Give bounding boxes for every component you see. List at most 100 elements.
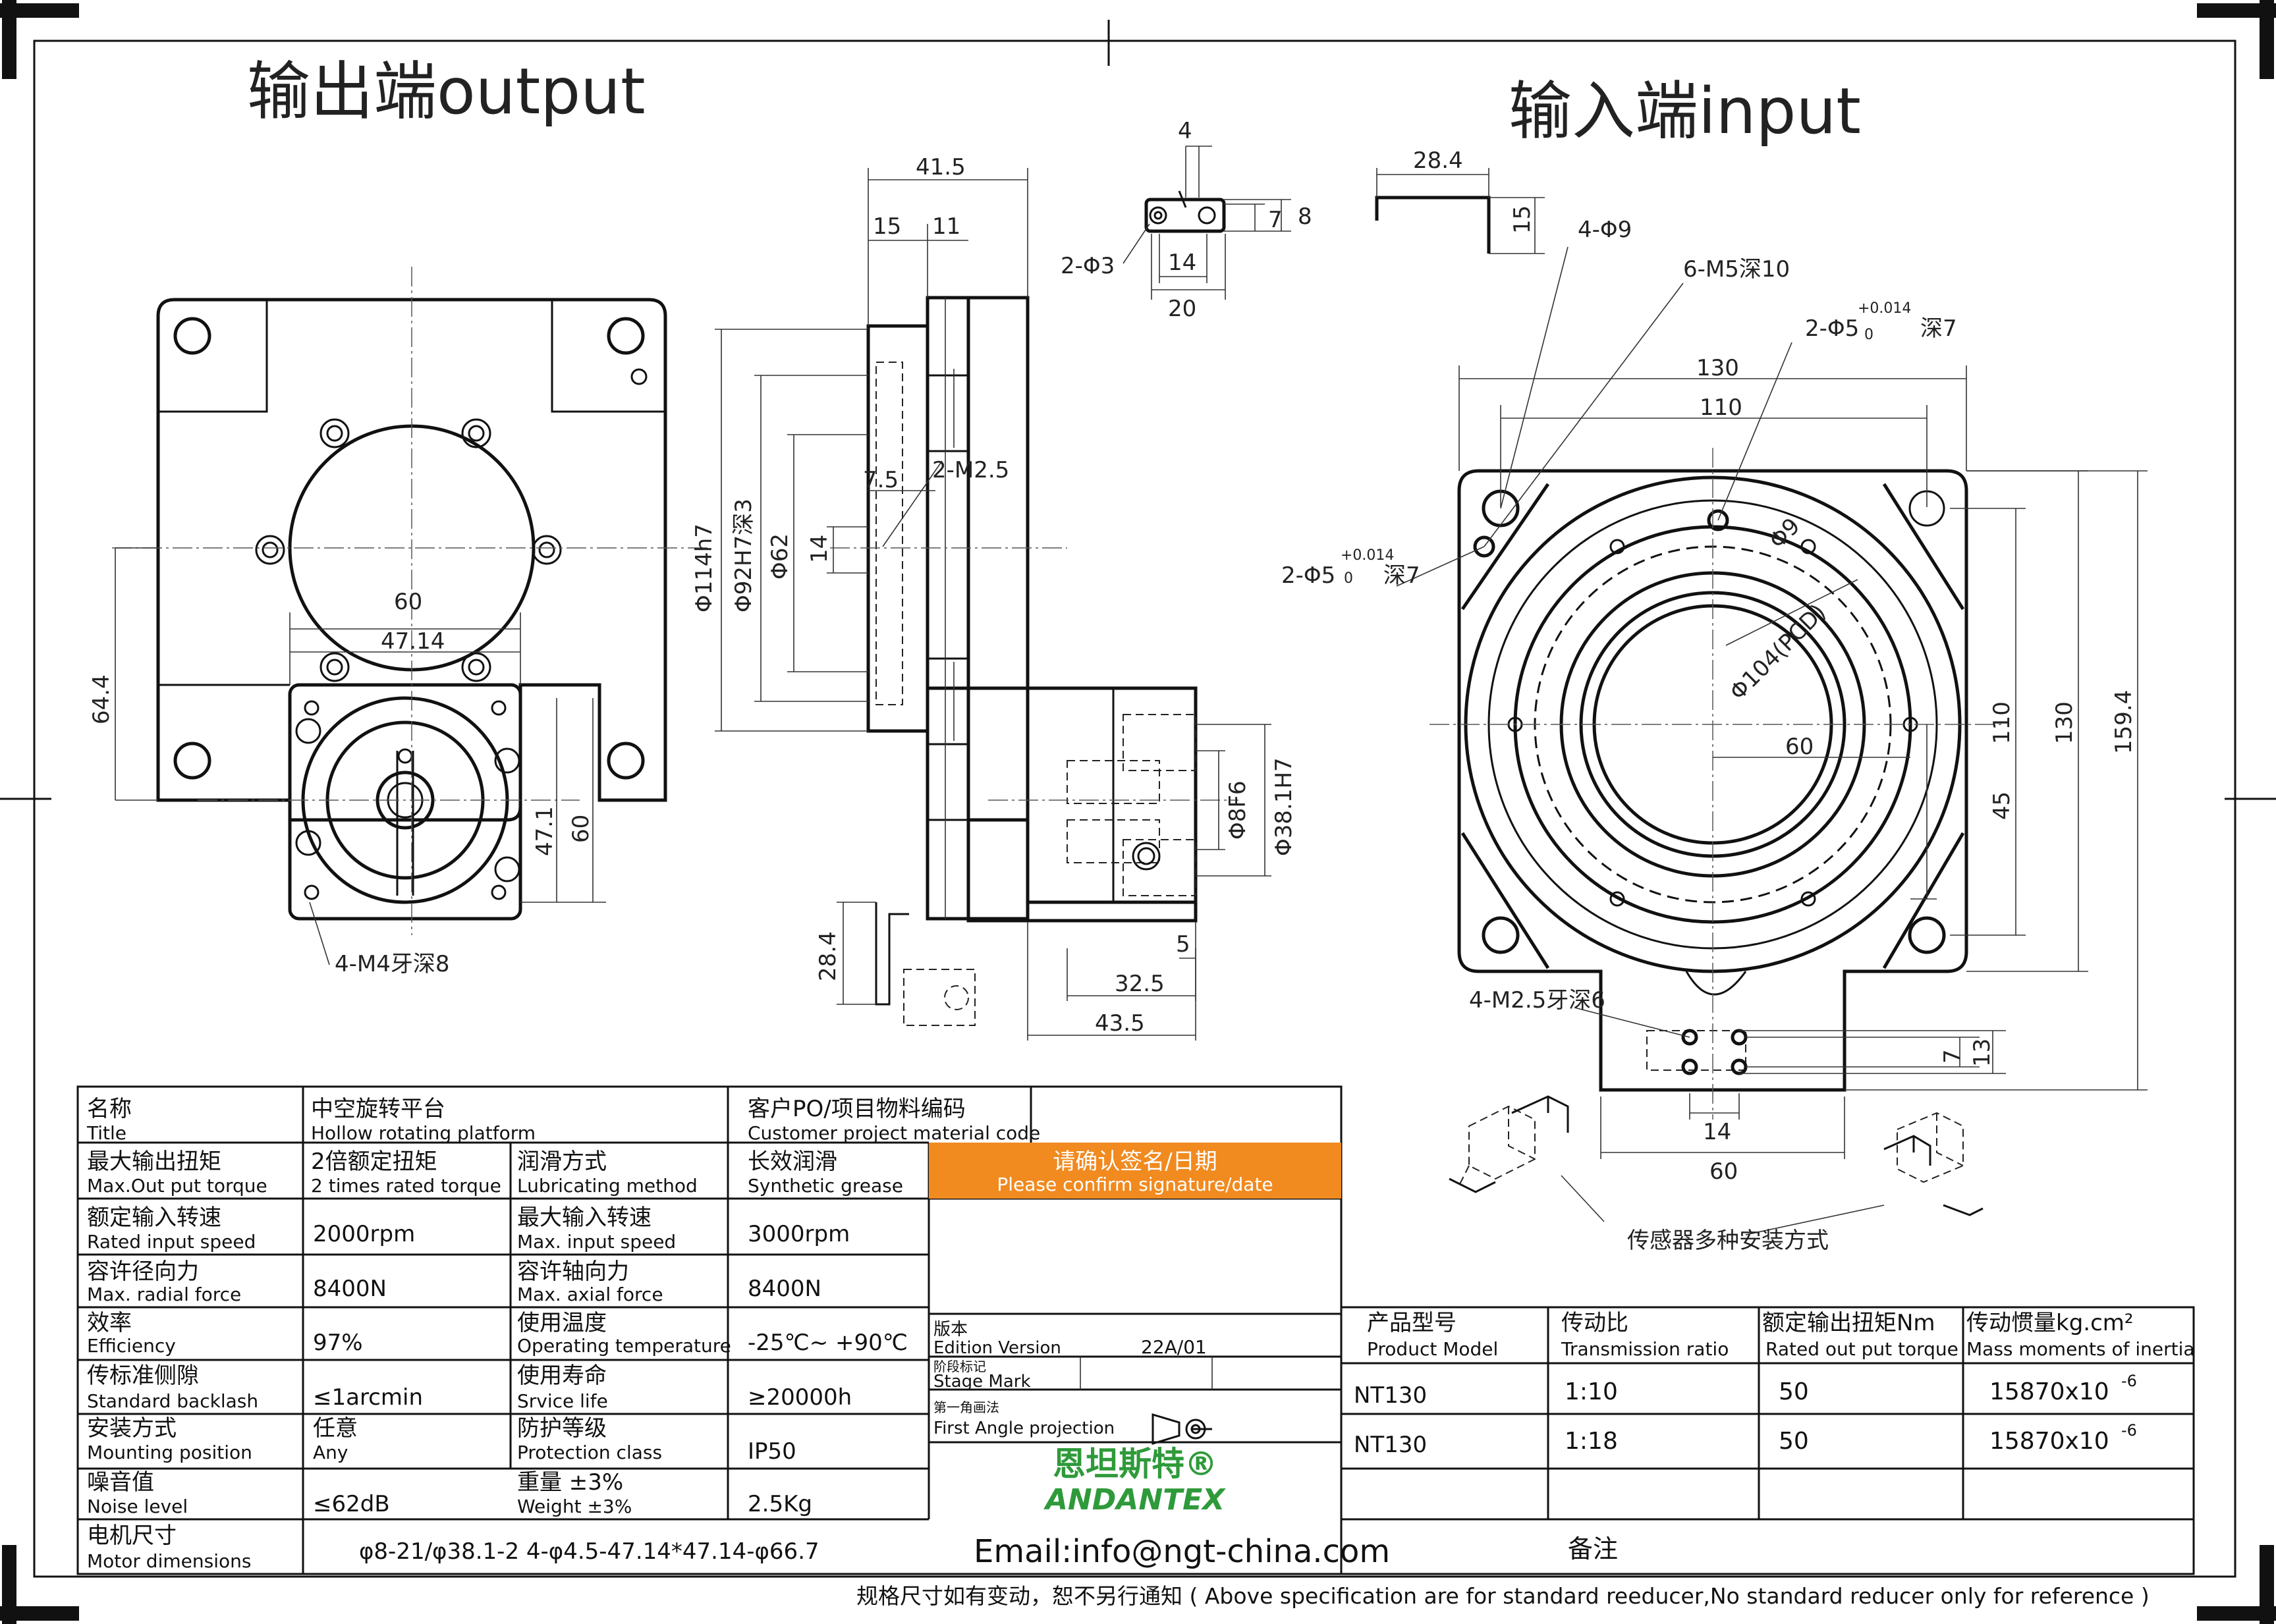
dim-5: 5 (1176, 931, 1190, 958)
header-ratio-cn: 传动比 (1561, 1310, 1628, 1336)
dim-43-5: 43.5 (1095, 1010, 1145, 1037)
value-prot: IP50 (748, 1438, 796, 1465)
confirm-en: Please confirm signature/date (997, 1174, 1273, 1195)
row2-inertia: 15870x10 (1989, 1428, 2109, 1455)
callout-pin-top: 2-Φ5 (1805, 315, 1859, 342)
row1-ratio: 1:10 (1565, 1378, 1618, 1405)
drawing-frame (33, 40, 2236, 1578)
label-customer-en: Customer project material code (748, 1122, 1040, 1144)
label-maxspeed-cn: 最大输入转速 (517, 1204, 652, 1231)
value-speed: 2000rpm (313, 1221, 415, 1247)
label-weight-en: Weight ±3% (517, 1496, 632, 1517)
confirm-cn: 请确认签名/日期 (1053, 1149, 1217, 1175)
value-backlash: ≤1arcmin (313, 1384, 423, 1411)
value-eff: 97% (313, 1330, 363, 1356)
value-lub-en: Synthetic grease (748, 1175, 903, 1197)
output-view (112, 267, 711, 965)
label-radial-en: Max. radial force (87, 1284, 241, 1305)
logo-en: ANDANTEX (1043, 1483, 1226, 1517)
dim-60: 60 (394, 589, 422, 615)
dim-47-1: 47.1 (532, 806, 558, 856)
sensor-note: 传感器多种安装方式 (1627, 1228, 1829, 1254)
label-eff-en: Efficiency (87, 1335, 176, 1357)
label-backlash-en: Standard backlash (87, 1390, 258, 1412)
input-view (1396, 246, 2148, 1235)
output-title: 输出端output (247, 55, 646, 128)
callout-4-m4: 4-M4牙深8 (335, 951, 450, 977)
value-title-cn: 中空旋转平台 (311, 1096, 445, 1122)
contact-email: Email:info@ngt-china.com (974, 1533, 1390, 1570)
logo-cn: 恩坦斯特® (1053, 1445, 1217, 1483)
label-note: 备注 (1568, 1534, 1618, 1563)
label-motor-cn: 电机尺寸 (87, 1523, 177, 1549)
label-motor-en: Motor dimensions (87, 1550, 251, 1572)
value-mount-en: Any (313, 1442, 348, 1463)
dim-130: 130 (1696, 355, 1739, 381)
label-temp-cn: 使用温度 (517, 1310, 607, 1336)
tol-left-zero: 0 (1344, 570, 1353, 587)
value-axial: 8400N (748, 1276, 821, 1302)
label-life-en: Srvice life (517, 1390, 608, 1412)
label-torque-cn: 最大输出扭矩 (87, 1149, 221, 1175)
row2-torque: 50 (1779, 1428, 1809, 1455)
label-prot-en: Protection class (517, 1442, 662, 1463)
label-noise-cn: 噪音值 (87, 1469, 154, 1496)
dim-28-4: 28.4 (1413, 148, 1463, 174)
row2-inertia-exp: -6 (2121, 1421, 2137, 1440)
callout-2-m2-5: 2-M2.5 (932, 457, 1009, 483)
row1-inertia-exp: -6 (2121, 1372, 2137, 1390)
label-title-en: Title (86, 1122, 126, 1144)
label-edition-cn: 版本 (933, 1320, 968, 1340)
dim-32-5: 32.5 (1115, 971, 1165, 997)
value-radial: 8400N (313, 1276, 387, 1302)
header-torque-cn: 额定输出扭矩Nm (1762, 1310, 1935, 1336)
callout-2-phi-3: 2-Φ3 (1061, 253, 1115, 279)
label-prot-cn: 防护等级 (517, 1415, 607, 1442)
label-eff-cn: 效率 (87, 1310, 132, 1336)
dim-14-bracket: 14 (1168, 250, 1196, 276)
depth-left: 深7 (1383, 562, 1420, 589)
dim-7: 7 (1268, 207, 1283, 233)
footer-disclaimer: 规格尺寸如有变动，恕不另行通知 ( Above specification ar… (856, 1583, 2150, 1609)
label-lub-en: Lubricating method (517, 1175, 698, 1197)
callout-6-m5: 6-M5深10 (1683, 256, 1790, 283)
header-model-en: Product Model (1367, 1338, 1498, 1360)
row2-model: NT130 (1354, 1432, 1427, 1458)
tol-left: +0.014 (1341, 547, 1394, 564)
label-speed-cn: 额定输入转速 (87, 1204, 221, 1231)
dim-14-input: 14 (1703, 1119, 1731, 1145)
value-motor: φ8-21/φ38.1-2 4-φ4.5-47.14*47.14-φ66.7 (359, 1538, 819, 1565)
callout-4-phi-9: 4-Φ9 (1578, 217, 1632, 243)
dim-phi-62: Φ62 (767, 533, 793, 580)
dim-14: 14 (806, 535, 833, 563)
dim-phi-92: Φ92H7深3 (731, 499, 757, 612)
label-speed-en: Rated input speed (87, 1231, 256, 1253)
dim-47-14: 47.14 (381, 628, 445, 655)
spec-table (76, 1085, 2195, 1575)
dim-8: 8 (1298, 203, 1312, 230)
row1-inertia: 15870x10 (1989, 1378, 2109, 1405)
value-lub-cn: 长效润滑 (748, 1149, 837, 1175)
dim-phi-114: Φ114h7 (691, 524, 717, 612)
dim-phi-104: Φ104(PCD) (1725, 599, 1831, 706)
value-life: ≥20000h (748, 1384, 852, 1411)
corner-mark (2197, 1545, 2276, 1624)
header-torque-en: Rated out put torque (1765, 1338, 1958, 1360)
dim-110: 110 (1700, 394, 1742, 421)
value-title-en: Hollow rotating platform (311, 1122, 536, 1144)
label-weight-cn: 重量 ±3% (517, 1469, 623, 1496)
spec-text: 名称 Title 中空旋转平台 Hollow rotating platform… (86, 1096, 2195, 1609)
side-view (715, 168, 1271, 1041)
dim-phi-38-1: Φ38.1H7 (1271, 757, 1297, 856)
label-maxspeed-en: Max. input speed (517, 1231, 676, 1253)
dim-64-4: 64.4 (88, 674, 115, 724)
label-noise-en: Noise level (87, 1496, 188, 1517)
value-noise: ≤62dB (313, 1491, 390, 1517)
label-stage-en: Stage Mark (933, 1372, 1031, 1392)
dim-20: 20 (1168, 296, 1196, 322)
label-proj-en: First Angle projection (933, 1419, 1115, 1438)
label-mount-cn: 安装方式 (87, 1415, 177, 1442)
tol-top: +0.014 (1858, 300, 1911, 317)
dim-159-4: 159.4 (2111, 690, 2137, 754)
value-torque-cn: 2倍额定扭矩 (311, 1149, 437, 1175)
